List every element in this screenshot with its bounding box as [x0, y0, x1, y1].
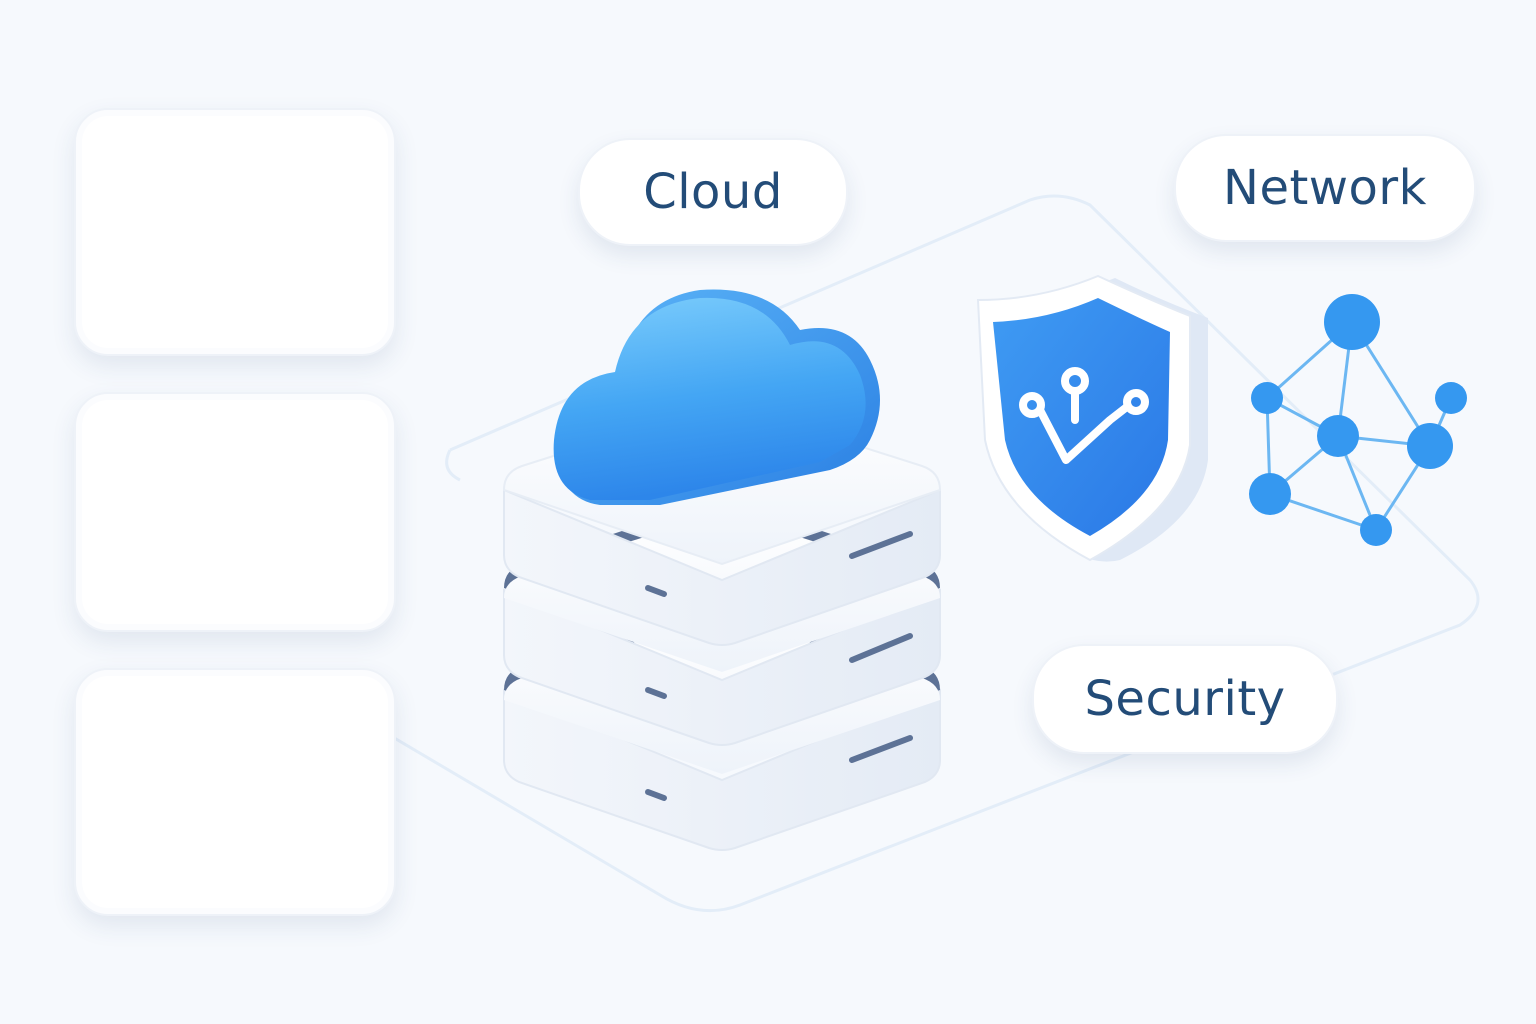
network-label: Network [1174, 134, 1476, 242]
network-node [1407, 423, 1453, 469]
shield-circuit-mark [1019, 367, 1149, 464]
cloud-label: Cloud [578, 138, 848, 246]
network-node [1435, 382, 1467, 414]
network-node [1317, 415, 1359, 457]
placeholder-card-1[interactable] [74, 108, 396, 356]
placeholder-card-3[interactable] [74, 668, 396, 916]
network-node [1324, 294, 1380, 350]
security-label: Security [1032, 644, 1338, 754]
network-node [1249, 473, 1291, 515]
network-node [1360, 514, 1392, 546]
network-node [1251, 382, 1283, 414]
placeholder-card-2[interactable] [74, 392, 396, 632]
